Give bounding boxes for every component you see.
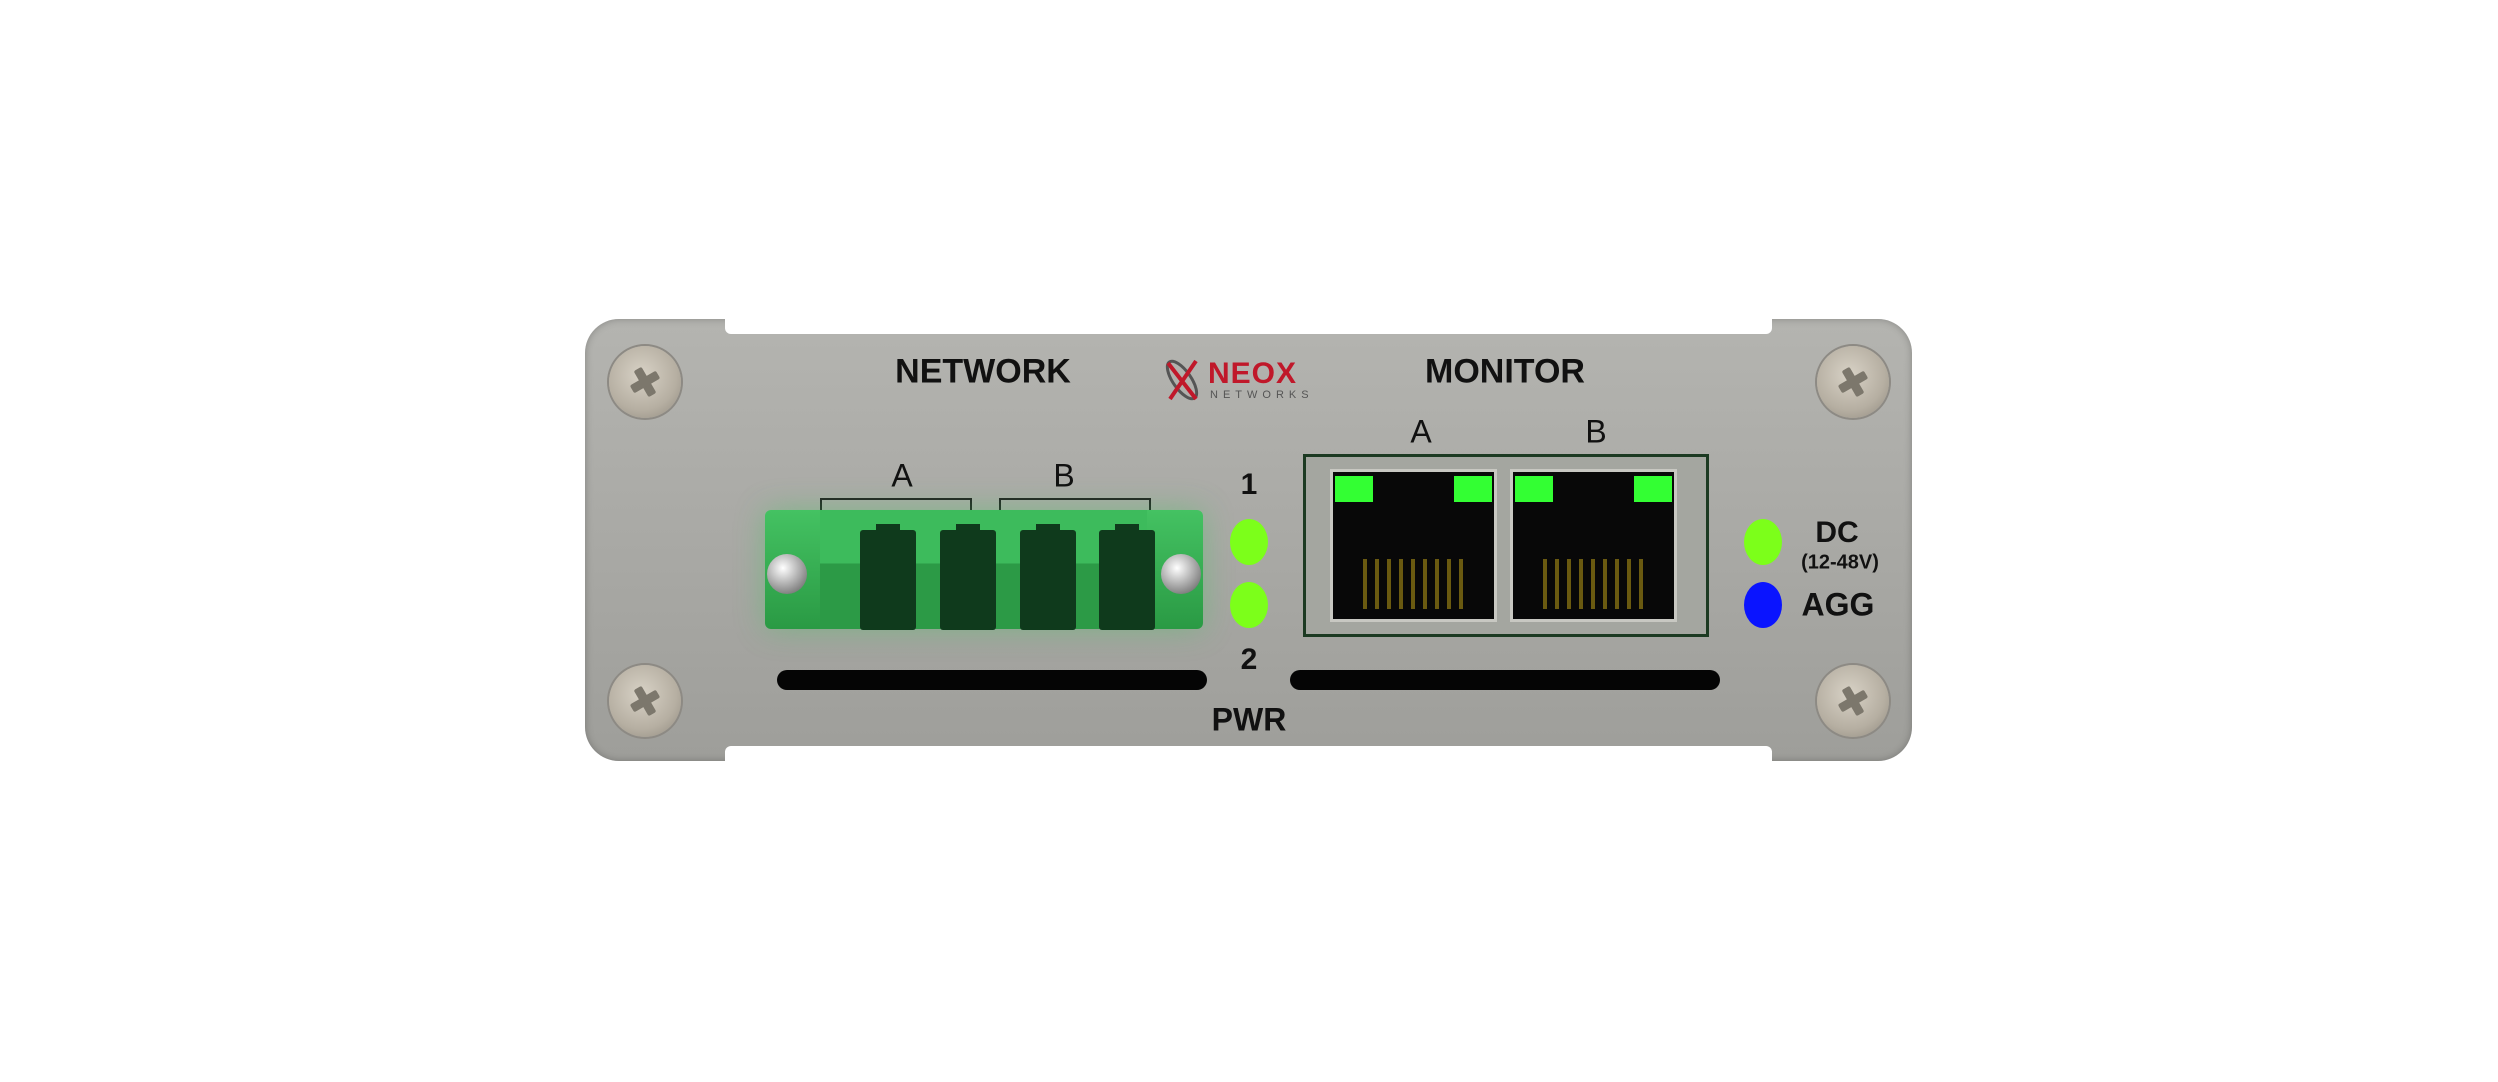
screw-icon bbox=[1817, 346, 1889, 418]
rj45-port-a[interactable] bbox=[1330, 469, 1497, 622]
rj45-port-b[interactable] bbox=[1510, 469, 1677, 622]
screw-icon bbox=[1817, 665, 1889, 737]
pwr-1-label: 1 bbox=[1240, 468, 1258, 501]
network-port-a-label: A bbox=[891, 457, 913, 494]
pwr-2-label: 2 bbox=[1240, 643, 1258, 676]
network-title: NETWORK bbox=[895, 352, 1071, 391]
screw-icon bbox=[609, 346, 681, 418]
port-a-bracket bbox=[820, 498, 972, 510]
fiber-port-b1[interactable] bbox=[1020, 524, 1076, 630]
fiber-port-a2[interactable] bbox=[940, 524, 996, 630]
rj45-pins bbox=[1543, 559, 1644, 609]
vent-slot bbox=[777, 670, 1207, 690]
thumb-screw-icon bbox=[1161, 554, 1201, 594]
thumb-screw-icon bbox=[767, 554, 807, 594]
screw-icon bbox=[609, 665, 681, 737]
fiber-port-b2[interactable] bbox=[1099, 524, 1155, 630]
neox-logo-icon bbox=[1165, 359, 1199, 401]
port-a-link-led bbox=[1335, 476, 1373, 502]
pwr-2-led bbox=[1230, 582, 1268, 628]
pwr-1-led bbox=[1230, 519, 1268, 565]
pwr-label: PWR bbox=[1211, 701, 1287, 738]
panel-top-notch bbox=[725, 318, 1772, 334]
network-port-b-label: B bbox=[1053, 457, 1075, 494]
monitor-port-b-label: B bbox=[1585, 413, 1607, 450]
brand-sub: NETWORKS bbox=[1210, 389, 1314, 401]
panel-bottom-notch bbox=[725, 746, 1772, 762]
port-a-activity-led bbox=[1454, 476, 1492, 502]
fiber-port-a1[interactable] bbox=[860, 524, 916, 630]
port-b-activity-led bbox=[1634, 476, 1672, 502]
brand-name: NEOX bbox=[1208, 357, 1298, 390]
dc-label: DC bbox=[1815, 516, 1859, 549]
agg-led bbox=[1744, 582, 1782, 628]
fiber-connector bbox=[765, 510, 1203, 630]
monitor-port-a-label: A bbox=[1410, 413, 1432, 450]
neox-logo: NEOX NETWORKS bbox=[1162, 355, 1342, 405]
vent-slot bbox=[1290, 670, 1720, 690]
agg-label: AGG bbox=[1801, 586, 1875, 623]
rj45-block bbox=[1303, 454, 1709, 637]
dc-range-label: (12-48V) bbox=[1801, 551, 1879, 574]
monitor-title: MONITOR bbox=[1425, 352, 1585, 391]
dc-led bbox=[1744, 519, 1782, 565]
rj45-pins bbox=[1363, 559, 1464, 609]
connector-body bbox=[820, 510, 1155, 630]
port-b-link-led bbox=[1515, 476, 1553, 502]
port-b-bracket bbox=[999, 498, 1151, 510]
